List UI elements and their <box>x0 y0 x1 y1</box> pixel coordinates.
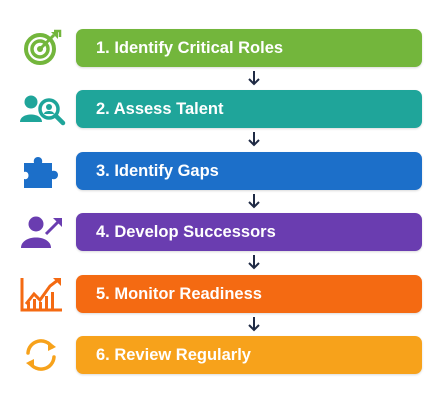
step-bar-develop-successors: 4. Develop Successors <box>76 213 422 251</box>
flow-step-3: 3. Identify Gaps <box>0 151 443 191</box>
down-arrow-icon <box>245 69 263 87</box>
puzzle-piece-icon <box>18 151 66 191</box>
growth-chart-icon <box>18 274 66 314</box>
down-arrow-icon <box>245 192 263 210</box>
step-bar-assess-talent: 2. Assess Talent <box>76 90 422 128</box>
person-growth-icon <box>18 212 66 252</box>
flow-step-4: 4. Develop Successors <box>0 212 443 252</box>
step-bar-review-regularly: 6. Review Regularly <box>76 336 422 374</box>
flow-step-6: 6. Review Regularly <box>0 335 443 375</box>
down-arrow-icon <box>245 130 263 148</box>
down-arrow-icon <box>245 253 263 271</box>
flow-step-5: 5. Monitor Readiness <box>0 274 443 314</box>
person-search-icon <box>18 89 66 129</box>
down-arrow-icon <box>245 315 263 333</box>
step-bar-identify-critical-roles: 1. Identify Critical Roles <box>76 29 422 67</box>
step-bar-monitor-readiness: 5. Monitor Readiness <box>76 275 422 313</box>
step-bar-identify-gaps: 3. Identify Gaps <box>76 152 422 190</box>
flow-step-2: 2. Assess Talent <box>0 89 443 129</box>
refresh-cycle-icon <box>18 335 66 375</box>
flow-step-1: 1. Identify Critical Roles <box>0 28 443 68</box>
target-icon <box>18 28 66 68</box>
